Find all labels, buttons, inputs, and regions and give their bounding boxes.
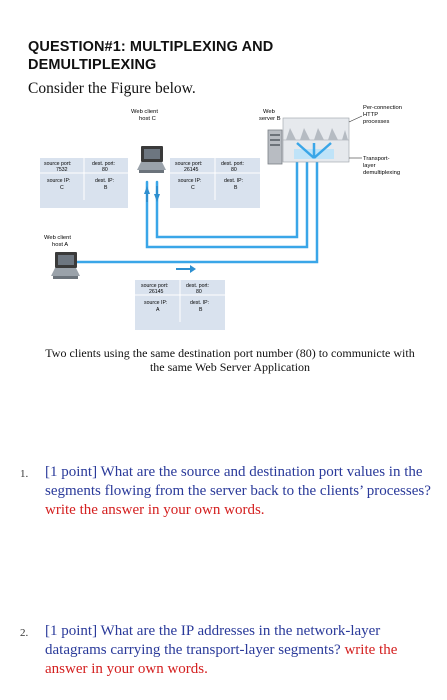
seg-bottom-dst-ip-label: dest. IP: [190, 300, 209, 306]
caption-line-1: Two clients using the same destination p… [45, 346, 415, 360]
server-b-label-1: Web [263, 109, 275, 115]
seg-mid-src-ip-label: source IP: [178, 178, 201, 184]
question-2-text: [1 point] What are the IP addresses in t… [45, 623, 381, 658]
seg-mid-src-ip: C [191, 185, 195, 191]
host-a-computer-icon [51, 252, 80, 279]
host-a-label-2: host A [52, 242, 68, 248]
seg-bottom-src-port-label: source port: [141, 283, 168, 289]
seg-left-dst-ip: B [104, 185, 108, 191]
question-2-note: write the answer in your own words. [45, 642, 398, 677]
per-connection-label-1: Per-connection [363, 105, 402, 111]
seg-bottom-src-port: 26145 [149, 289, 164, 295]
heading-line-1: QUESTION#1: MULTIPLEXING AND [28, 39, 274, 55]
question-1: 1. [1 point] What are the source and des… [20, 463, 435, 520]
web-server-icon [267, 129, 283, 165]
question-1-number: 1. [20, 468, 29, 480]
host-a-label-1: Web client [44, 235, 71, 241]
seg-bottom-dst-port-label: dest. port: [186, 283, 209, 289]
seg-left-dst-ip-label: dest. IP: [95, 178, 114, 184]
seg-left-dst-port: 80 [102, 167, 108, 173]
seg-mid-dst-ip: B [234, 185, 238, 191]
seg-mid-dst-ip-label: dest. IP: [224, 178, 243, 184]
segment-bottom: source port: 26145 dest. port: 80 source… [135, 280, 225, 330]
host-c-label-1: Web client [131, 109, 158, 115]
seg-mid-dst-port-label: dest. port: [221, 161, 244, 167]
question-heading: QUESTION#1: MULTIPLEXING AND DEMULTIPLEX… [28, 38, 428, 74]
direction-arrows-icon [144, 186, 196, 273]
seg-mid-src-port-label: source port: [175, 161, 202, 167]
caption-line-2: the same Web Server Application [149, 360, 311, 374]
intro-text: Consider the Figure below. [28, 80, 196, 97]
question-2: 2. [1 point] What are the IP addresses i… [20, 622, 435, 679]
seg-left-src-ip-label: source IP: [47, 178, 70, 184]
seg-bottom-dst-ip: B [199, 307, 203, 313]
server-process-box [282, 117, 350, 163]
annotation-per-connection: Per-connection HTTP processes [348, 105, 402, 125]
transport-label-2: layer [363, 163, 376, 169]
host-c-computer-icon [137, 146, 166, 173]
figure-caption: Two clients using the same destination p… [40, 346, 420, 374]
server-b-label-2: server B [259, 116, 281, 122]
network-cables [75, 160, 319, 264]
transport-label-3: demultiplexing [363, 170, 400, 176]
segment-left: source port: 7532 dest. port: 80 source … [40, 158, 128, 208]
transport-label-1: Transport- [363, 156, 390, 162]
segment-middle: source port: 26145 dest. port: 80 source… [170, 158, 260, 208]
seg-mid-src-port: 26145 [184, 167, 199, 173]
seg-bottom-src-ip: A [156, 307, 160, 313]
per-connection-label-2: HTTP [363, 112, 378, 118]
question-1-text: [1 point] What are the source and destin… [45, 464, 431, 499]
question-2-number: 2. [20, 627, 29, 639]
seg-bottom-src-ip-label: source IP: [144, 300, 167, 306]
per-connection-label-3: processes [363, 119, 390, 125]
seg-left-src-port-label: source port: [44, 161, 71, 167]
seg-left-dst-port-label: dest. port: [92, 161, 115, 167]
seg-bottom-dst-port: 80 [196, 289, 202, 295]
question-1-note: write the answer in your own words. [45, 502, 265, 518]
seg-left-src-port: 7532 [56, 167, 68, 173]
host-c-label-2: host C [139, 116, 156, 122]
seg-mid-dst-port: 80 [231, 167, 237, 173]
seg-left-src-ip: C [60, 185, 64, 191]
multiplexing-figure: source port: 7532 dest. port: 80 source … [0, 100, 447, 340]
heading-line-2: DEMULTIPLEXING [28, 57, 157, 73]
annotation-transport-layer: Transport- layer demultiplexing [349, 156, 400, 176]
figure-diagram: source port: 7532 dest. port: 80 source … [40, 105, 402, 330]
